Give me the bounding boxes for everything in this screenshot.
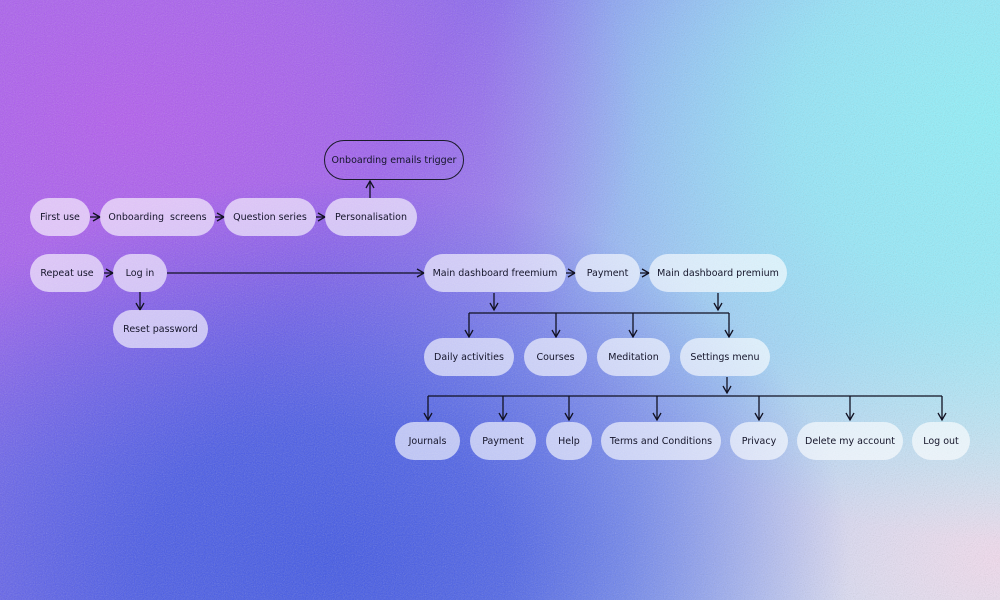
node-reset-password: Reset password bbox=[113, 310, 208, 348]
node-first-use: First use bbox=[30, 198, 90, 236]
node-help: Help bbox=[546, 422, 592, 460]
node-personalisation: Personalisation bbox=[325, 198, 417, 236]
node-terms-and-conditions: Terms and Conditions bbox=[601, 422, 721, 460]
node-meditation: Meditation bbox=[597, 338, 670, 376]
node-main-dashboard-premium: Main dashboard premium bbox=[649, 254, 787, 292]
node-log-in: Log in bbox=[113, 254, 167, 292]
node-settings-menu: Settings menu bbox=[680, 338, 770, 376]
node-main-dashboard-freemium: Main dashboard freemium bbox=[424, 254, 566, 292]
node-journals: Journals bbox=[395, 422, 460, 460]
node-courses: Courses bbox=[524, 338, 587, 376]
node-payment-top: Payment bbox=[575, 254, 640, 292]
node-onboarding-screens: Onboarding screens bbox=[100, 198, 215, 236]
node-question-series: Question series bbox=[224, 198, 316, 236]
node-repeat-use: Repeat use bbox=[30, 254, 104, 292]
node-daily-activities: Daily activities bbox=[424, 338, 514, 376]
node-privacy: Privacy bbox=[730, 422, 788, 460]
node-onboarding-emails-trigger: Onboarding emails trigger bbox=[324, 140, 464, 180]
node-payment-settings: Payment bbox=[470, 422, 536, 460]
node-log-out: Log out bbox=[912, 422, 970, 460]
node-delete-my-account: Delete my account bbox=[797, 422, 903, 460]
